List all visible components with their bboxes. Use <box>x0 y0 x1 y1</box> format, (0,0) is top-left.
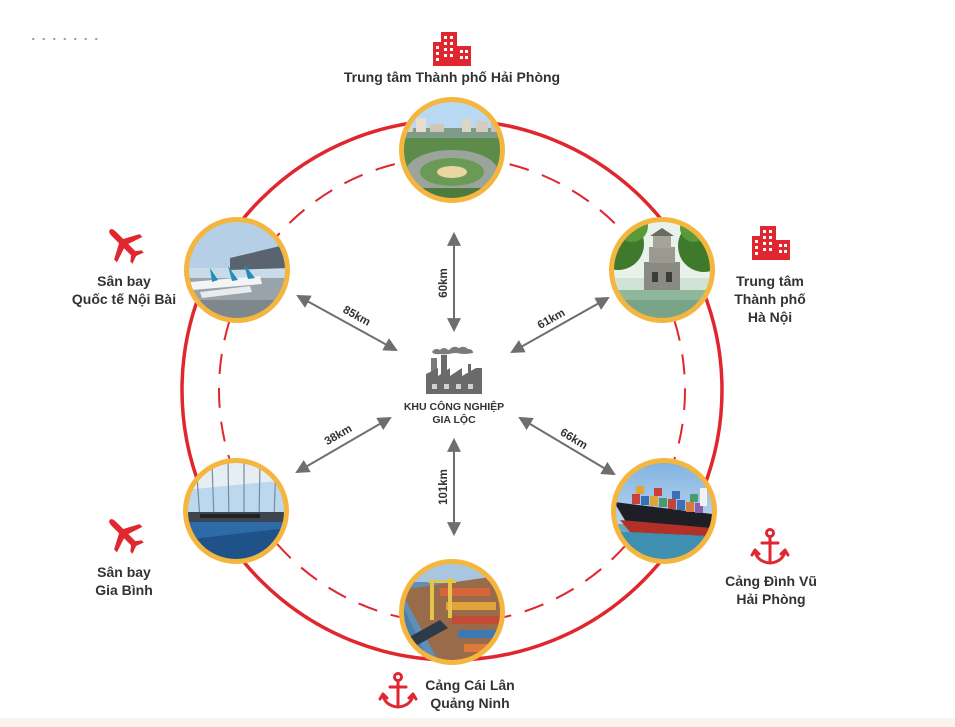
label-line: Trung tâm Thành phố Hải Phòng <box>343 69 561 85</box>
anchor-icon <box>750 528 790 565</box>
city-buildings-icon <box>433 32 471 66</box>
label-cai-lan-port: Cảng Cái Lân Quảng Ninh <box>412 676 528 712</box>
label-line: Hải Phòng <box>736 591 806 607</box>
label-line: Trung tâm <box>736 273 804 289</box>
label-hanoi-center: Trung tâm Thành phố Hà Nội <box>718 272 822 326</box>
label-line: Cảng Đình Vũ <box>725 573 817 589</box>
airport-terminal-photo <box>183 458 289 564</box>
hub-label: KHU CÔNG NGHIỆP GIA LỘC <box>392 401 516 427</box>
hub-name-line2: GIA LỘC <box>432 414 476 426</box>
label-gia-binh-airport: Sân bay Gia Bình <box>74 563 174 599</box>
distance-label: 38km <box>323 423 354 448</box>
distance-arrows <box>295 231 616 537</box>
label-line: Hà Nội <box>747 309 793 325</box>
label-line: Quảng Ninh <box>430 695 510 711</box>
city-buildings-icon <box>752 226 790 260</box>
label-line: Thành phố <box>734 291 806 307</box>
airplane-icon <box>109 519 144 554</box>
distance-label: 60km <box>438 268 450 297</box>
distance-label: 85km <box>341 304 373 329</box>
cargo-ship-photo <box>611 458 717 564</box>
decorative-dot-grid <box>28 34 104 48</box>
label-line: Sân bay <box>97 564 151 580</box>
factory-icon <box>426 346 482 394</box>
hub-name-line1: KHU CÔNG NGHIỆP <box>403 401 505 413</box>
bottom-strip <box>0 718 955 727</box>
label-noi-bai-airport: Sân bay Quốc tế Nội Bài <box>58 272 190 308</box>
arrow-hanoi-center <box>510 296 610 354</box>
airport-planes-photo <box>184 217 290 323</box>
airplane-icon <box>109 229 144 264</box>
label-line: Sân bay <box>97 273 151 289</box>
arrow-gia-binh-airport <box>295 416 392 474</box>
anchor-icon <box>378 672 418 709</box>
label-line: Gia Bình <box>95 582 153 598</box>
label-hai-phong-center: Trung tâm Thành phố Hải Phòng <box>313 68 591 86</box>
container-port-photo <box>399 559 505 665</box>
hanoi-tower-photo <box>609 217 715 323</box>
distance-label: 61km <box>536 307 568 332</box>
distance-label: 101km <box>438 469 450 505</box>
distance-label: 66km <box>558 427 589 452</box>
label-dinh-vu-port: Cảng Đình Vũ Hải Phòng <box>708 572 834 608</box>
arrow-noi-bai-airport <box>296 294 398 352</box>
label-line: Cảng Cái Lân <box>425 677 515 693</box>
label-line: Quốc tế Nội Bài <box>71 291 177 307</box>
city-square-photo <box>399 97 505 203</box>
arrow-dinh-vu-port <box>518 416 616 476</box>
